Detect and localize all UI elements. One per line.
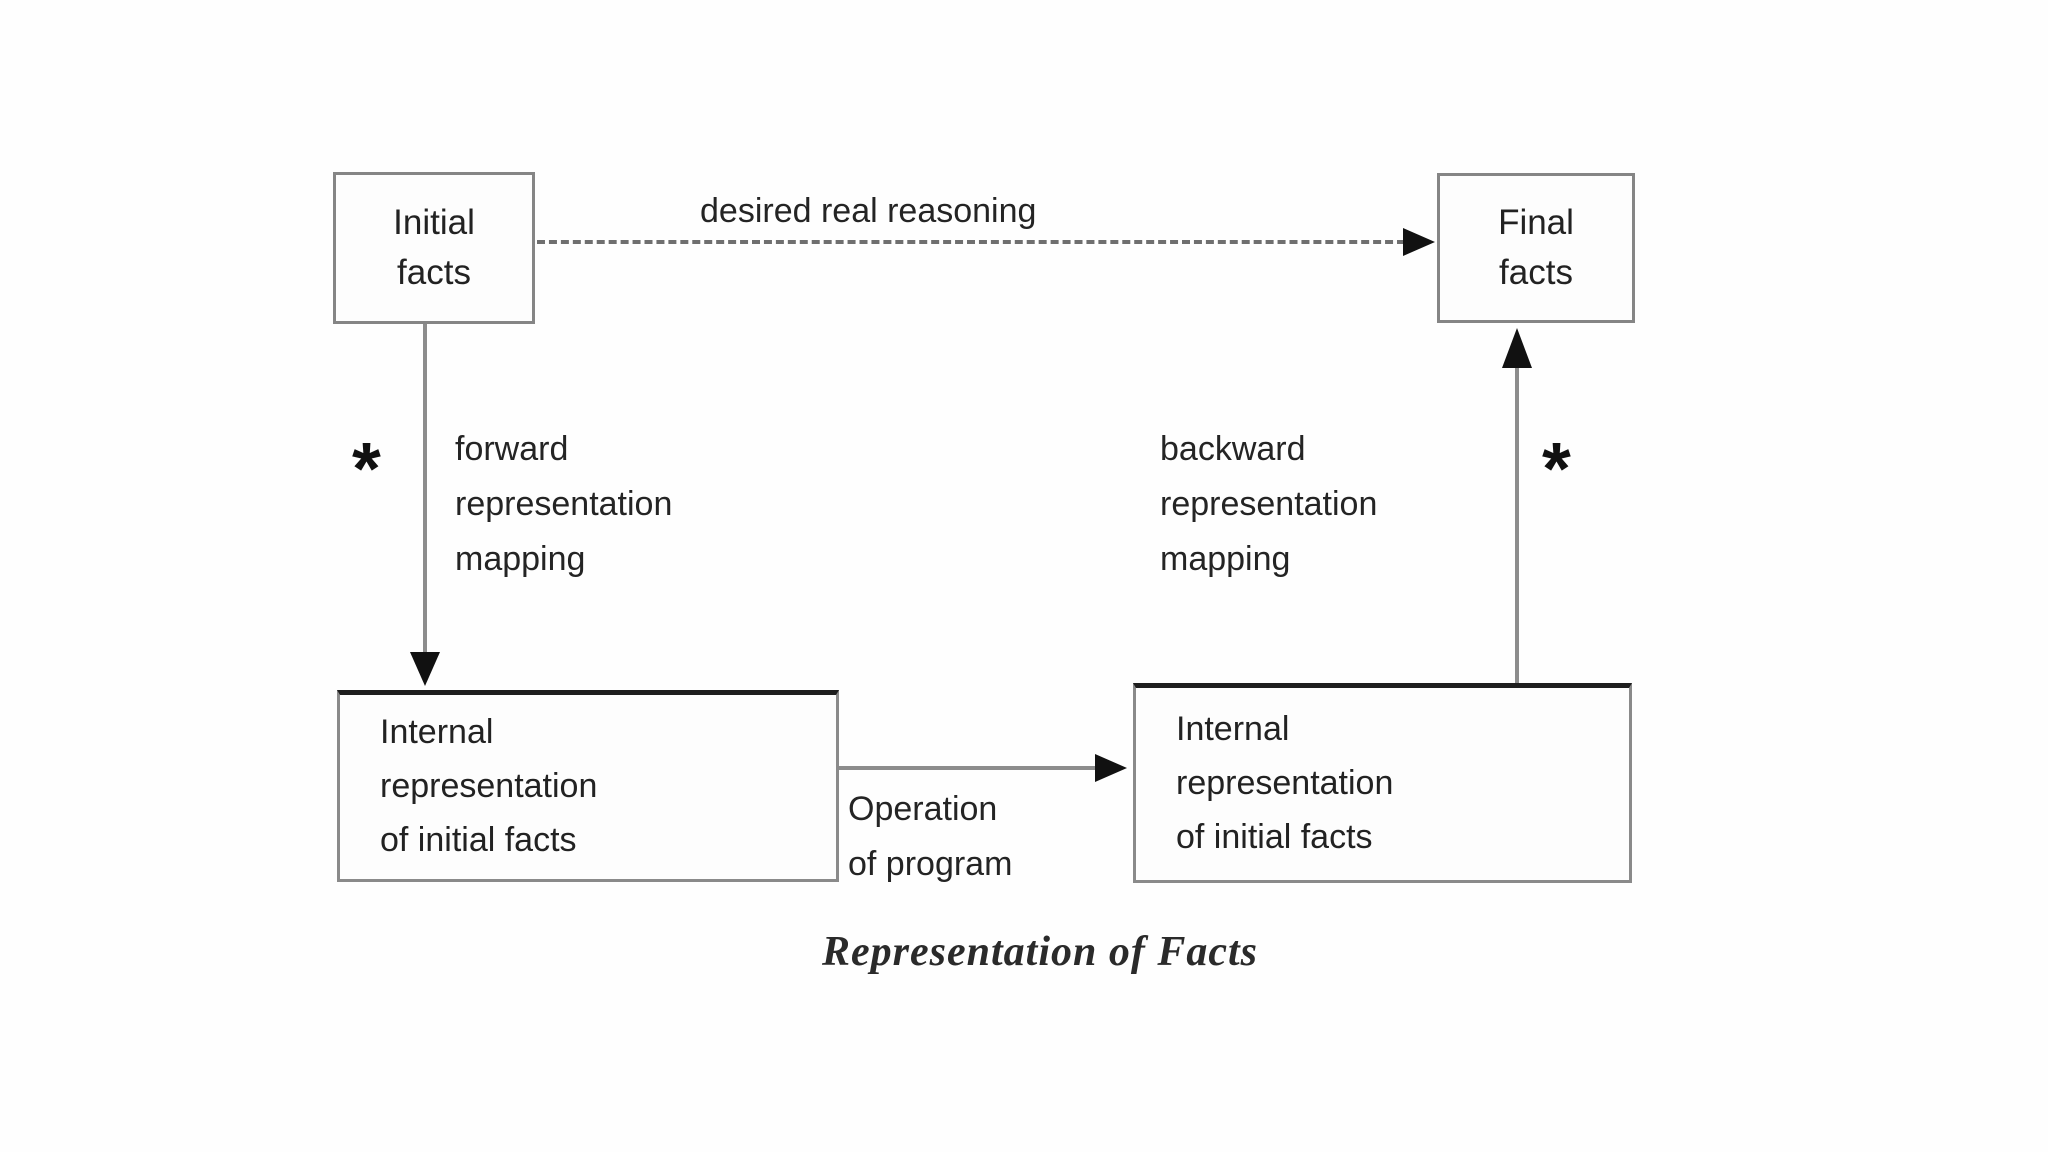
node-final-facts: Final facts (1437, 173, 1635, 323)
node-initial-facts-label: Initial facts (393, 203, 475, 292)
node-initial-facts: Initial facts (333, 172, 535, 324)
edge-backward-mapping-line (1515, 368, 1519, 683)
node-internal-representation-right: Internal representation of initial facts (1133, 683, 1632, 883)
figure-caption: Representation of Facts (822, 929, 1259, 975)
arrowhead-right-icon (1403, 228, 1435, 256)
edge-forward-mapping-label: forward representation mapping (455, 430, 673, 579)
edge-operation-of-program-line (839, 766, 1097, 770)
node-final-facts-label: Final facts (1498, 203, 1574, 292)
node-internal-representation-right-label: Internal representation of initial facts (1176, 710, 1394, 856)
edge-desired-real-reasoning-label: desired real reasoning (700, 192, 1037, 230)
node-internal-representation-left: Internal representation of initial facts (337, 690, 839, 882)
edge-backward-mapping-label: backward representation mapping (1160, 430, 1378, 579)
edge-forward-mapping-line (423, 324, 427, 654)
edge-forward-mapping-asterisk: * (352, 427, 381, 510)
arrowhead-right-icon (1095, 754, 1127, 782)
edge-backward-mapping-asterisk: * (1542, 427, 1571, 510)
edge-operation-of-program-label: Operation of program (848, 790, 1013, 884)
node-internal-representation-left-label: Internal representation of initial facts (380, 713, 598, 859)
edge-desired-real-reasoning-line (537, 240, 1405, 244)
arrowhead-up-icon (1502, 328, 1532, 368)
arrowhead-down-icon (410, 652, 440, 686)
